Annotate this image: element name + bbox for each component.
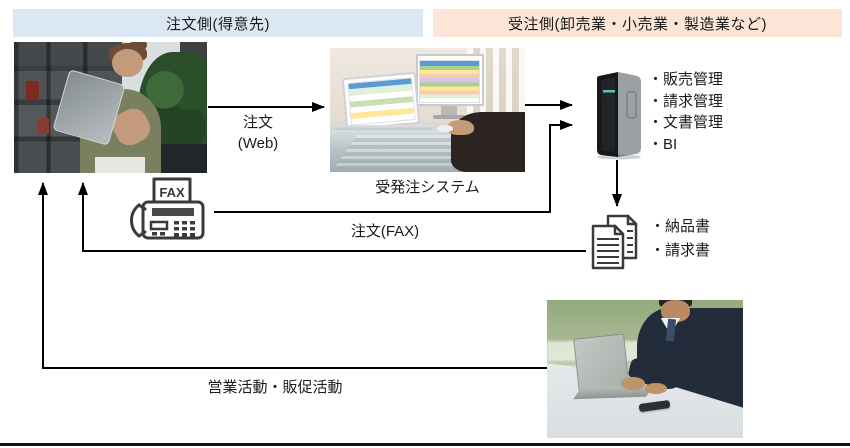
- order-system-photo: [330, 48, 525, 172]
- order-web-label-line2: (Web): [237, 135, 279, 152]
- header-order-side-label: 注文側(得意先): [166, 15, 270, 33]
- order-system-label: 受発注システム: [375, 179, 480, 196]
- server-function-item: ・請求管理: [648, 92, 724, 110]
- order-web-label: 注文 (Web): [208, 112, 308, 154]
- photo-woman-hairbun: [129, 42, 148, 52]
- server-icon: [597, 72, 641, 160]
- fax-paper-slot: [152, 208, 194, 216]
- photo-spreadsheet-screen: [419, 59, 481, 104]
- server-functions-list: ・販売管理 ・請求管理 ・文書管理 ・BI: [648, 69, 723, 155]
- photo-laptop-spreadsheet: [346, 77, 415, 127]
- header-order-side: 注文側(得意先): [13, 9, 423, 37]
- fax-machine-icon: FAX: [130, 177, 205, 240]
- photo-monitor: [415, 54, 485, 107]
- server-function-item: ・販売管理: [648, 71, 724, 88]
- output-document-item: ・請求書: [650, 242, 711, 259]
- header-receiver-side: 受注側(卸売業・小売業・製造業など): [433, 9, 842, 37]
- bottom-divider: [0, 443, 850, 446]
- order-fax-label: 注文(FAX): [350, 223, 420, 240]
- server-led: [603, 90, 615, 93]
- output-documents-list: ・納品書 ・請求書: [650, 215, 710, 263]
- arrow-sales-activity: [38, 182, 547, 369]
- photo-woman-skirt: [95, 157, 146, 173]
- photo-monitor-base: [433, 114, 465, 119]
- header-receiver-side-label: 受注側(卸売業・小売業・製造業など): [508, 15, 767, 33]
- photo-laptop: [341, 72, 420, 131]
- server-function-item: ・文書管理: [648, 114, 724, 131]
- photo-woman-face: [112, 48, 144, 78]
- server-function-item: ・BI: [648, 135, 678, 153]
- photo-monitor-stand: [441, 106, 457, 117]
- sales-rep-photo: [547, 300, 743, 438]
- photo-book: [25, 81, 40, 100]
- output-document-item: ・納品書: [650, 218, 711, 235]
- photo-man-hand: [621, 377, 645, 390]
- photo-man-hand: [645, 382, 667, 394]
- fax-icon-label: FAX: [159, 185, 185, 200]
- photo-man-face: [660, 300, 691, 323]
- sales-activity-label: 営業活動・販促活動: [207, 379, 343, 396]
- documents-icon: [591, 214, 638, 270]
- customer-photo: [14, 42, 207, 173]
- order-web-label-line1: 注文: [242, 114, 273, 131]
- photo-book: [37, 117, 49, 134]
